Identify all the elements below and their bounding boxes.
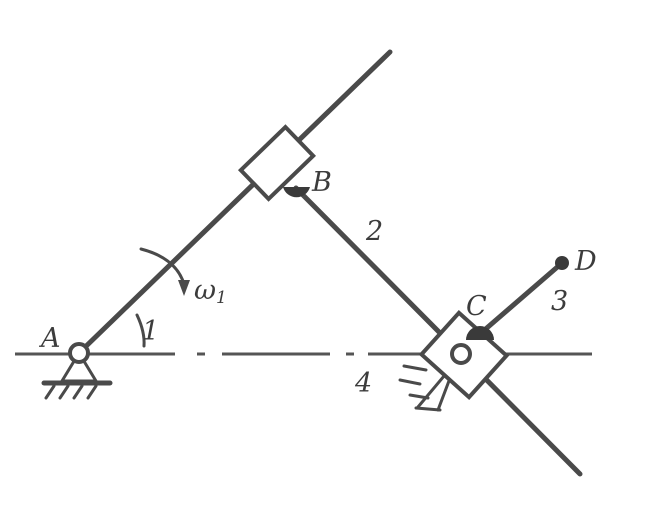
link-1-crank [76, 49, 393, 356]
slider-block-b [237, 124, 317, 202]
label-link-2: 2 [365, 216, 383, 247]
label-link-3: 3 [551, 286, 568, 317]
label-link-4: 4 [354, 368, 372, 399]
link-3 [478, 260, 565, 336]
label-omega: ω1 [194, 275, 227, 308]
angle-arc [135, 313, 146, 348]
ground-support-a [41, 350, 113, 400]
joint-d [555, 256, 569, 270]
link-2 [293, 185, 583, 477]
pivot-c [450, 343, 472, 365]
joint-c [466, 326, 494, 340]
omega-arrow-icon [139, 247, 190, 296]
label-d: D [574, 246, 597, 277]
joint-b [283, 187, 310, 198]
label-a: A [38, 323, 61, 354]
label-c: C [466, 291, 487, 322]
label-b: B [311, 167, 332, 198]
label-link-1: 1 [142, 316, 159, 347]
pivot-a [68, 342, 90, 364]
